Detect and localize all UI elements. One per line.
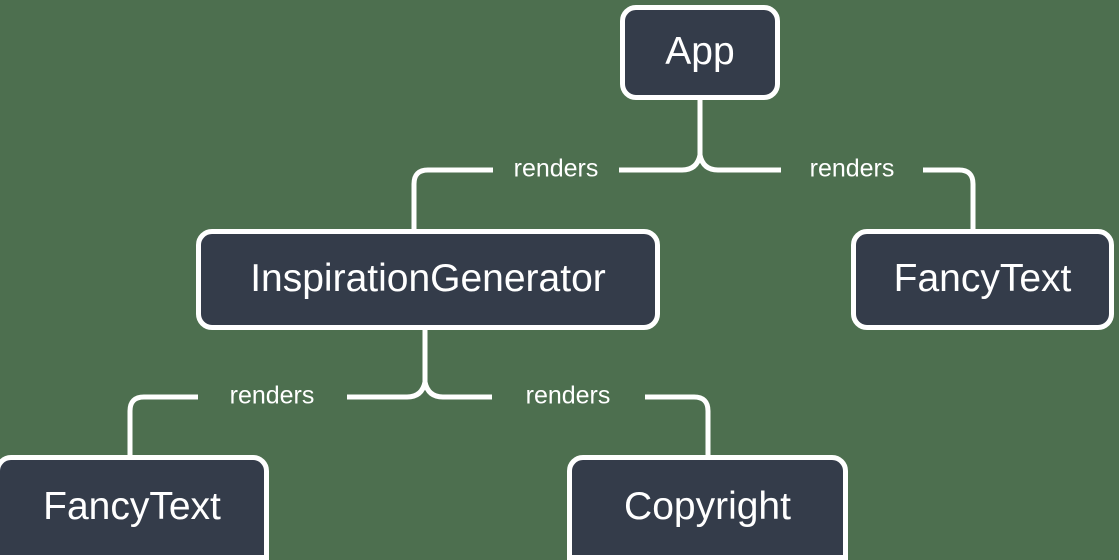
edge-app-to-fancytext-right-segment <box>923 167 976 229</box>
node-inspirationgenerator[interactable]: InspirationGenerator <box>196 229 660 330</box>
edge-app-to-inspirationgenerator-left-segment <box>411 167 493 229</box>
node-app[interactable]: App <box>620 5 780 100</box>
edge-gen-to-copyright-right-segment <box>645 394 711 455</box>
edge-app-to-inspirationgenerator-right-segment <box>619 154 703 173</box>
node-fancytext-right[interactable]: FancyText <box>851 229 1114 330</box>
edge-label-app-to-inspirationgenerator: renders <box>513 154 599 183</box>
edge-label-app-to-fancytext: renders <box>809 154 895 183</box>
node-app-label: App <box>665 29 735 73</box>
node-copyright-label: Copyright <box>624 484 791 528</box>
node-fancytext-bottom-label: FancyText <box>43 484 221 528</box>
edge-gen-to-fancytext-right-segment <box>347 381 428 400</box>
edge-label-inspirationgenerator-to-copyright: renders <box>525 381 611 410</box>
node-inspirationgenerator-label: InspirationGenerator <box>250 256 606 300</box>
edge-gen-to-fancytext-left-segment <box>127 394 198 455</box>
node-copyright[interactable]: Copyright <box>567 455 848 560</box>
edge-label-inspirationgenerator-to-fancytext: renders <box>229 381 315 410</box>
node-fancytext-bottom[interactable]: FancyText <box>0 455 269 560</box>
edge-gen-to-copyright-left-segment <box>422 381 492 400</box>
node-fancytext-right-label: FancyText <box>893 256 1072 300</box>
edge-app-to-fancytext-left-segment <box>697 154 781 173</box>
